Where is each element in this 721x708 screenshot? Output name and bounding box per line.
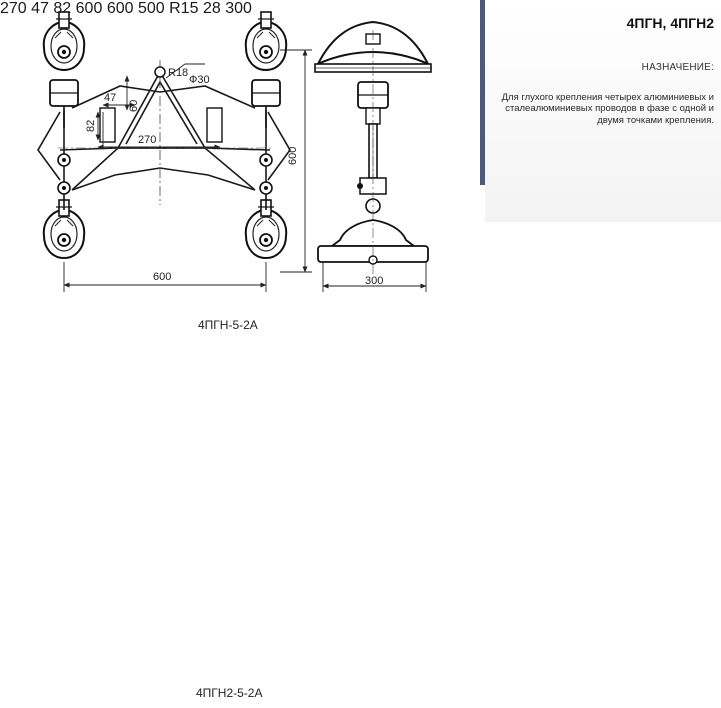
top-dim-radius: R18: [168, 67, 188, 79]
accent-bar: [480, 0, 485, 185]
top-dim-600-vertical: 600: [287, 147, 299, 165]
section-heading: НАЗНАЧЕНИЕ:: [641, 62, 714, 73]
top-dim-diameter: Ф30: [189, 74, 210, 86]
bottom-dim-500: 500: [137, 0, 165, 17]
bottom-dim-300: 300: [225, 0, 252, 17]
bottom-dim-600-horizontal: 600: [106, 0, 134, 17]
bottom-dim-28: 28: [202, 0, 221, 17]
bottom-dim-270: 270: [0, 0, 27, 17]
caption-bottom-drawing: 4ПГН2-5-2А: [196, 686, 263, 700]
purpose-description: Для глухого крепления четырех алюминиевы…: [501, 92, 714, 126]
top-dim-600-horizontal: 600: [153, 271, 171, 283]
top-front-view: [37, 11, 291, 259]
top-dim-300: 300: [365, 275, 383, 287]
top-dim-47: 47: [104, 92, 116, 104]
product-title: 4ПГН, 4ПГН2: [626, 15, 714, 31]
top-dim-60: 60: [128, 100, 140, 112]
info-panel: 4ПГН, 4ПГН2 НАЗНАЧЕНИЕ: Для глухого креп…: [485, 0, 721, 222]
caption-top-drawing: 4ПГН-5-2А: [198, 318, 258, 332]
top-dim-270: 270: [138, 134, 156, 146]
bottom-dim-600-vertical: 600: [75, 0, 103, 17]
top-dim-82: 82: [85, 120, 97, 132]
top-front-dimensions: [63, 49, 312, 292]
top-side-view: [314, 21, 432, 275]
bottom-dim-r15: R15: [169, 0, 199, 17]
bottom-dim-47: 47: [31, 0, 49, 17]
